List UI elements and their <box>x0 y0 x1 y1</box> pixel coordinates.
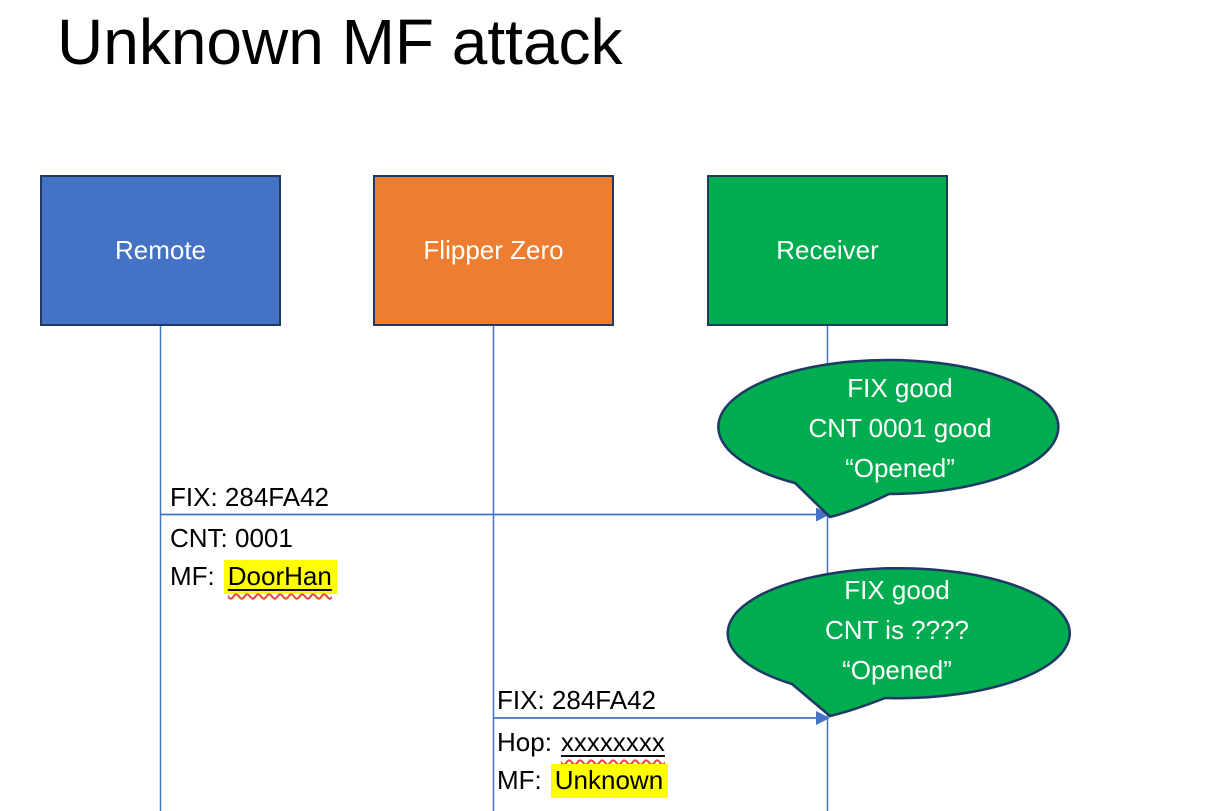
actor-label-receiver: Receiver <box>776 235 879 265</box>
callout-1-line-2: CNT 0001 good <box>808 413 992 443</box>
callout-2-line-1: FIX good <box>844 575 950 605</box>
message-2-mf-prefix: MF: <box>497 765 542 795</box>
actor-label-flipper-zero: Flipper Zero <box>423 235 564 265</box>
message-2-mf-highlight: Unknown <box>550 764 669 798</box>
slide-title: Unknown MF attack <box>57 6 623 78</box>
callout-2-line-3: “Opened” <box>842 655 952 685</box>
actor-label-remote: Remote <box>114 235 207 265</box>
callout-2-line-2: CNT is ???? <box>824 615 970 645</box>
message-2-hop-label: Hop: xxxxxxxx <box>497 723 668 761</box>
message-2-detail-labels: Hop: xxxxxxxx MF: Unknown <box>497 723 669 799</box>
message-1-mf-prefix: MF: <box>170 561 215 591</box>
message-arrow-1-head <box>816 507 830 522</box>
message-2-mf-label: MF: Unknown <box>497 761 669 799</box>
message-1-mf-highlight: DoorHan <box>223 560 337 594</box>
callout-1-line-3: “Opened” <box>845 453 955 483</box>
callout-1-line-1: FIX good <box>847 373 953 403</box>
actor-box-receiver: Receiver <box>707 175 948 326</box>
message-arrow-2-head <box>816 711 830 725</box>
message-1-fix-label: FIX: 284FA42 <box>170 482 329 512</box>
callout-bubble-1 <box>717 358 1060 519</box>
message-1-mf-label: MF: DoorHan <box>170 557 337 595</box>
actor-box-remote: Remote <box>40 175 281 326</box>
callout-2-text: FIX good CNT is ???? “Opened” <box>747 570 1047 690</box>
message-1-cnt-label: CNT: 0001 <box>170 523 293 553</box>
message-2-hop-prefix: Hop: <box>497 727 552 757</box>
callout-1-text: FIX good CNT 0001 good “Opened” <box>750 368 1050 488</box>
message-2-fix-label: FIX: 284FA42 <box>497 685 656 715</box>
message-2-hop-value: xxxxxxxx <box>560 727 665 757</box>
actor-box-flipper-zero: Flipper Zero <box>373 175 614 326</box>
message-1-mf-value: DoorHan <box>227 561 332 591</box>
message-1-detail-labels: CNT: 0001 MF: DoorHan <box>170 519 337 595</box>
callout-bubble-2 <box>726 566 1071 718</box>
message-2-mf-value: Unknown <box>554 765 664 795</box>
